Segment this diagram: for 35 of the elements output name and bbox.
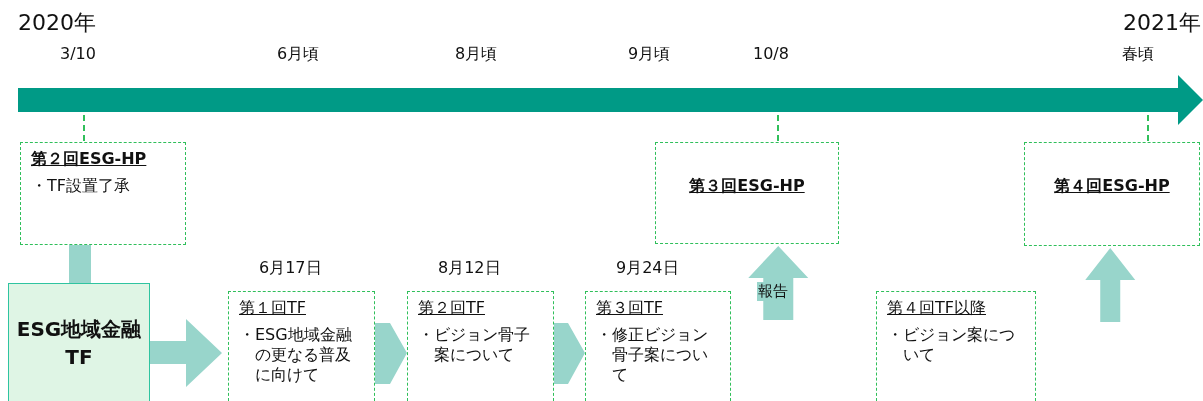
meeting-note: ・ビジョン骨子案について bbox=[418, 325, 531, 365]
year-label: 2021年 bbox=[1123, 9, 1201, 37]
date-label: 6月頃 bbox=[277, 44, 320, 65]
date-label: 10/8 bbox=[753, 44, 789, 63]
date-label: 8月12日 bbox=[438, 258, 501, 279]
chevron-arrow bbox=[375, 323, 407, 384]
edge-label: 報告 bbox=[757, 282, 790, 301]
meeting-note: ・修正ビジョン骨子案について bbox=[596, 325, 709, 385]
date-label: 春頃 bbox=[1122, 44, 1154, 65]
date-label: 9月24日 bbox=[616, 258, 679, 279]
date-label: 8月頃 bbox=[455, 44, 498, 65]
meeting-box bbox=[655, 142, 839, 244]
meeting-title: 第３回ESG-HP bbox=[689, 176, 805, 197]
meeting-title: 第３回TF bbox=[596, 298, 663, 319]
date-label: 3/10 bbox=[60, 44, 96, 63]
meeting-title: 第４回ESG-HP bbox=[1054, 176, 1170, 197]
team-box bbox=[8, 283, 150, 401]
arrow bbox=[150, 319, 222, 387]
team-name: ESG地域金融TF bbox=[16, 315, 142, 371]
meeting-title: 第２回ESG-HP bbox=[31, 149, 147, 170]
meeting-note: ・TF設置了承 bbox=[31, 176, 131, 196]
arrow bbox=[1085, 248, 1136, 322]
meeting-title: 第２回TF bbox=[418, 298, 485, 319]
date-label: 9月頃 bbox=[628, 44, 671, 65]
meeting-note: ・ビジョン案について bbox=[887, 325, 1016, 365]
meeting-title: 第４回TF以降 bbox=[887, 298, 986, 319]
year-label: 2020年 bbox=[18, 9, 96, 37]
meeting-box bbox=[20, 142, 186, 245]
connector-bar bbox=[69, 245, 91, 283]
meeting-note: ・ESG地域金融の更なる普及に向けて bbox=[239, 325, 353, 385]
meeting-box bbox=[876, 291, 1036, 401]
meeting-box bbox=[1024, 142, 1200, 246]
chevron-arrow bbox=[554, 323, 585, 384]
date-label: 6月17日 bbox=[259, 258, 322, 279]
meeting-title: 第１回TF bbox=[239, 298, 306, 319]
